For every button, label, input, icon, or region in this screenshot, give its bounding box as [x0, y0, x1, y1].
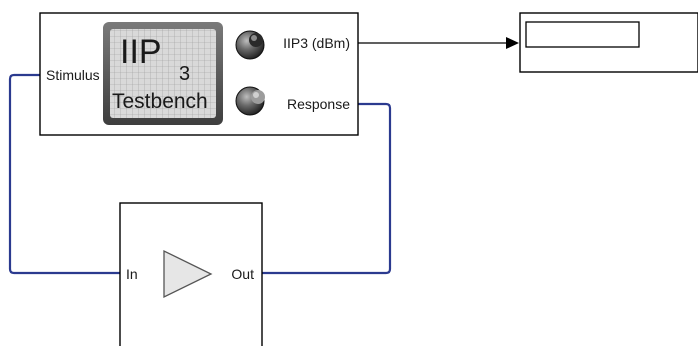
icon-caption: Testbench: [112, 90, 208, 113]
arrowhead-icon: [506, 37, 519, 49]
display-value-field: [525, 21, 640, 48]
signal-line-out-to-response[interactable]: [262, 102, 392, 275]
port-label-stimulus: Stimulus: [46, 67, 100, 83]
signal-lines: [8, 37, 519, 275]
display-block[interactable]: [519, 12, 698, 73]
port-label-iip3: IIP3 (dBm): [283, 35, 350, 51]
amplifier-block[interactable]: In Out: [119, 202, 263, 346]
port-label-in: In: [126, 266, 138, 282]
knob-icon: [235, 30, 265, 60]
icon-panel-grid: [110, 29, 216, 118]
triangle-gain-icon: [163, 249, 213, 299]
iip3-testbench-icon: IIP 3 Testbench: [103, 22, 223, 125]
icon-title: IIP: [120, 33, 162, 71]
iip3-testbench-block[interactable]: IIP 3 Testbench Stimulus IIP3 (dBm) Resp…: [39, 12, 359, 136]
icon-subscript: 3: [179, 63, 190, 85]
port-label-out: Out: [231, 266, 254, 282]
knob-icon: [235, 86, 265, 116]
signal-line-stimulus-to-in[interactable]: [8, 73, 120, 275]
port-label-response: Response: [287, 96, 350, 112]
